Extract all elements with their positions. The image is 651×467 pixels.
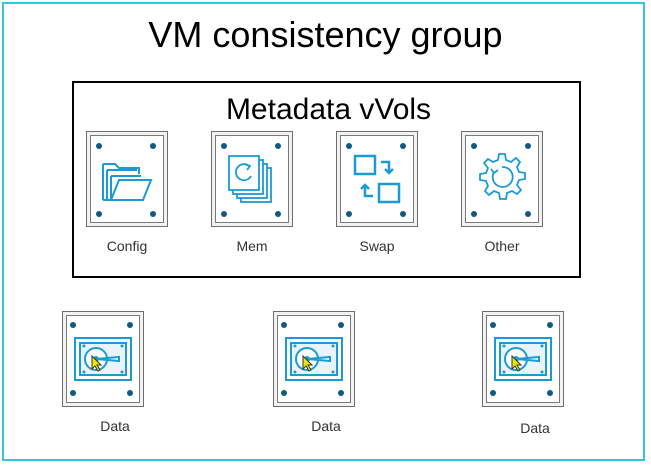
consistency-group-frame: [2, 2, 645, 461]
mem-tile: [211, 131, 293, 227]
data-label-2: Data: [311, 418, 341, 434]
cursor-icon: [91, 354, 103, 372]
hard-disk-icon: [494, 337, 552, 381]
data-tile-2: [273, 311, 355, 407]
config-tile: [86, 131, 168, 227]
memory-stack-icon: [228, 155, 272, 203]
swap-icon: [353, 154, 401, 204]
diagram-title: VM consistency group: [148, 14, 503, 55]
metadata-vvols-group: Metadata vVols: [72, 81, 581, 278]
data-label-3: Data: [520, 420, 550, 436]
metadata-vvols-title: Metadata vVols: [225, 93, 432, 126]
hard-disk-icon: [74, 337, 132, 381]
cursor-icon: [511, 354, 523, 372]
cursor-icon: [302, 354, 314, 372]
config-label: Config: [106, 238, 148, 254]
other-label: Other: [484, 238, 520, 254]
data-label-1: Data: [100, 418, 130, 434]
hard-disk-icon: [285, 337, 343, 381]
data-tile-3: [482, 311, 564, 407]
swap-tile: [336, 131, 418, 227]
data-tile-1: [62, 311, 144, 407]
swap-label: Swap: [359, 238, 395, 254]
gear-icon: [479, 153, 526, 200]
other-tile: [461, 131, 543, 227]
mem-label: Mem: [236, 238, 268, 254]
folder-icon: [102, 163, 153, 201]
